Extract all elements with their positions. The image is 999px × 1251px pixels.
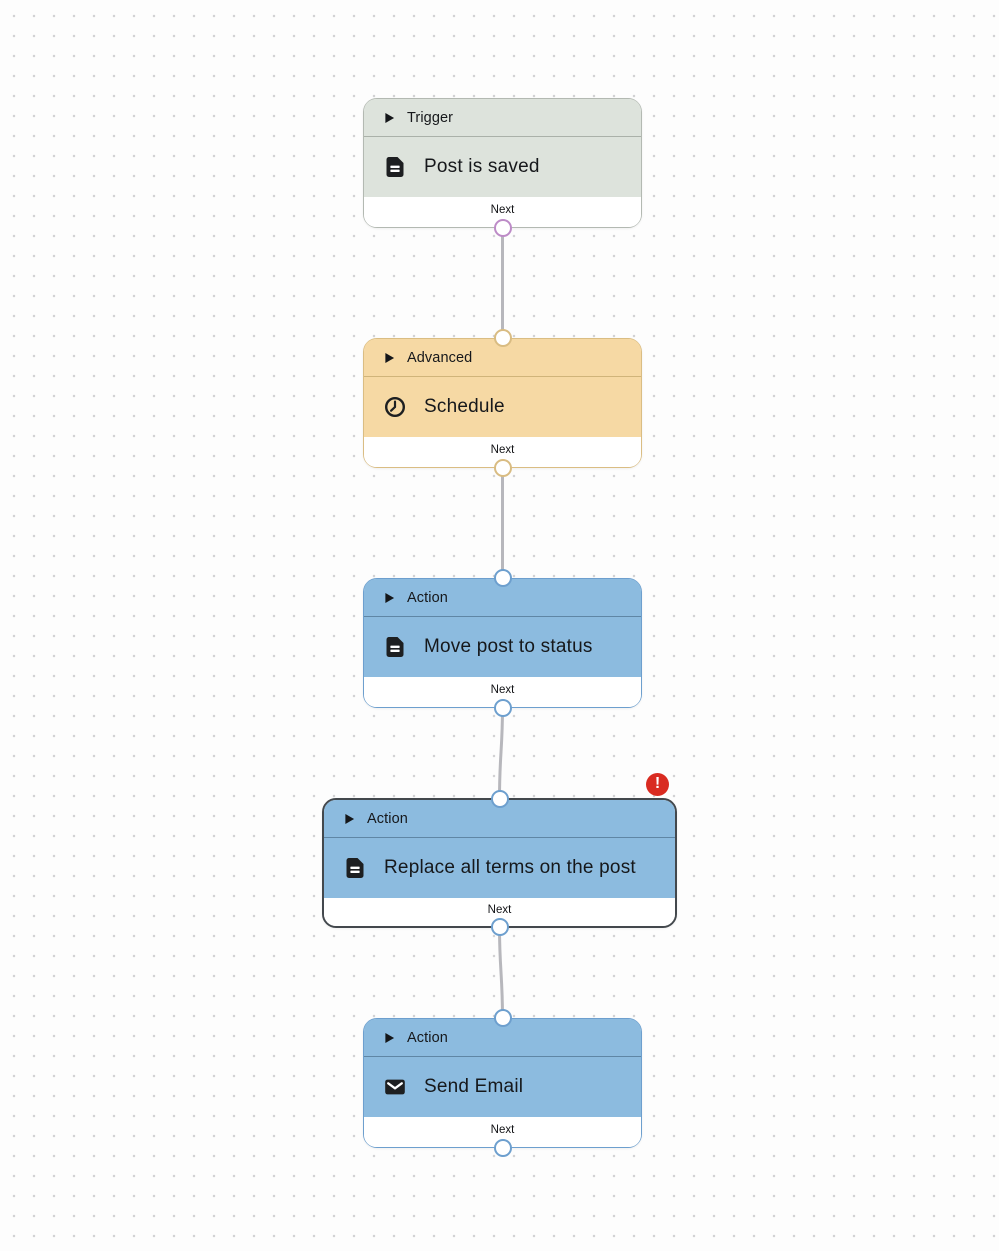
node-category-label: Action: [407, 1029, 448, 1046]
node-body[interactable]: Replace all terms on the post: [324, 838, 675, 898]
next-label: Next: [490, 203, 515, 216]
document-icon: [383, 635, 407, 659]
collapse-triangle-icon[interactable]: [344, 813, 355, 825]
collapse-triangle-icon[interactable]: [384, 352, 395, 364]
edge-connector[interactable]: [498, 706, 504, 800]
node-send-email[interactable]: Action Send Email Next: [363, 1009, 642, 1157]
clock-icon: [383, 395, 407, 419]
next-label: Next: [490, 1123, 515, 1136]
next-label: Next: [487, 903, 512, 916]
exclamation-icon: !: [654, 774, 661, 792]
input-port[interactable]: [493, 1009, 512, 1027]
node-category-label: Action: [367, 810, 408, 827]
input-port[interactable]: [493, 329, 512, 347]
node-category-label: Advanced: [407, 349, 473, 366]
error-badge[interactable]: !: [646, 773, 669, 796]
node-post-is-saved[interactable]: Trigger Post is saved Next: [363, 98, 642, 237]
node-body[interactable]: Send Email: [364, 1057, 641, 1117]
collapse-triangle-icon[interactable]: [384, 1032, 395, 1044]
output-port[interactable]: [493, 459, 512, 477]
node-title: Move post to status: [424, 636, 593, 657]
node-category-label: Trigger: [407, 109, 454, 126]
node-body[interactable]: Post is saved: [364, 137, 641, 197]
node-replace-all-terms[interactable]: ! Action Replace all terms on the post N…: [322, 773, 677, 936]
input-port[interactable]: [493, 569, 512, 587]
node-title: Replace all terms on the post: [384, 857, 636, 878]
node-move-post-to-status[interactable]: Action Move post to status Next: [363, 569, 642, 717]
mail-icon: [383, 1075, 407, 1099]
output-port[interactable]: [493, 219, 512, 237]
node-body[interactable]: Schedule: [364, 377, 641, 437]
output-port[interactable]: [490, 918, 509, 936]
next-label: Next: [490, 443, 515, 456]
node-body[interactable]: Move post to status: [364, 617, 641, 677]
input-port[interactable]: [490, 790, 509, 808]
node-title: Send Email: [424, 1076, 524, 1097]
output-port[interactable]: [493, 699, 512, 717]
collapse-triangle-icon[interactable]: [384, 592, 395, 604]
node-category-label: Action: [407, 589, 448, 606]
document-icon: [383, 155, 407, 179]
collapse-triangle-icon[interactable]: [384, 112, 395, 124]
document-icon: [343, 856, 367, 880]
node-title: Schedule: [424, 396, 505, 417]
node-title: Post is saved: [424, 156, 540, 177]
node-schedule[interactable]: Advanced Schedule Next: [363, 329, 642, 477]
edge-connector[interactable]: [498, 926, 504, 1020]
next-label: Next: [490, 683, 515, 696]
output-port[interactable]: [493, 1139, 512, 1157]
node-header[interactable]: Trigger: [364, 99, 641, 137]
